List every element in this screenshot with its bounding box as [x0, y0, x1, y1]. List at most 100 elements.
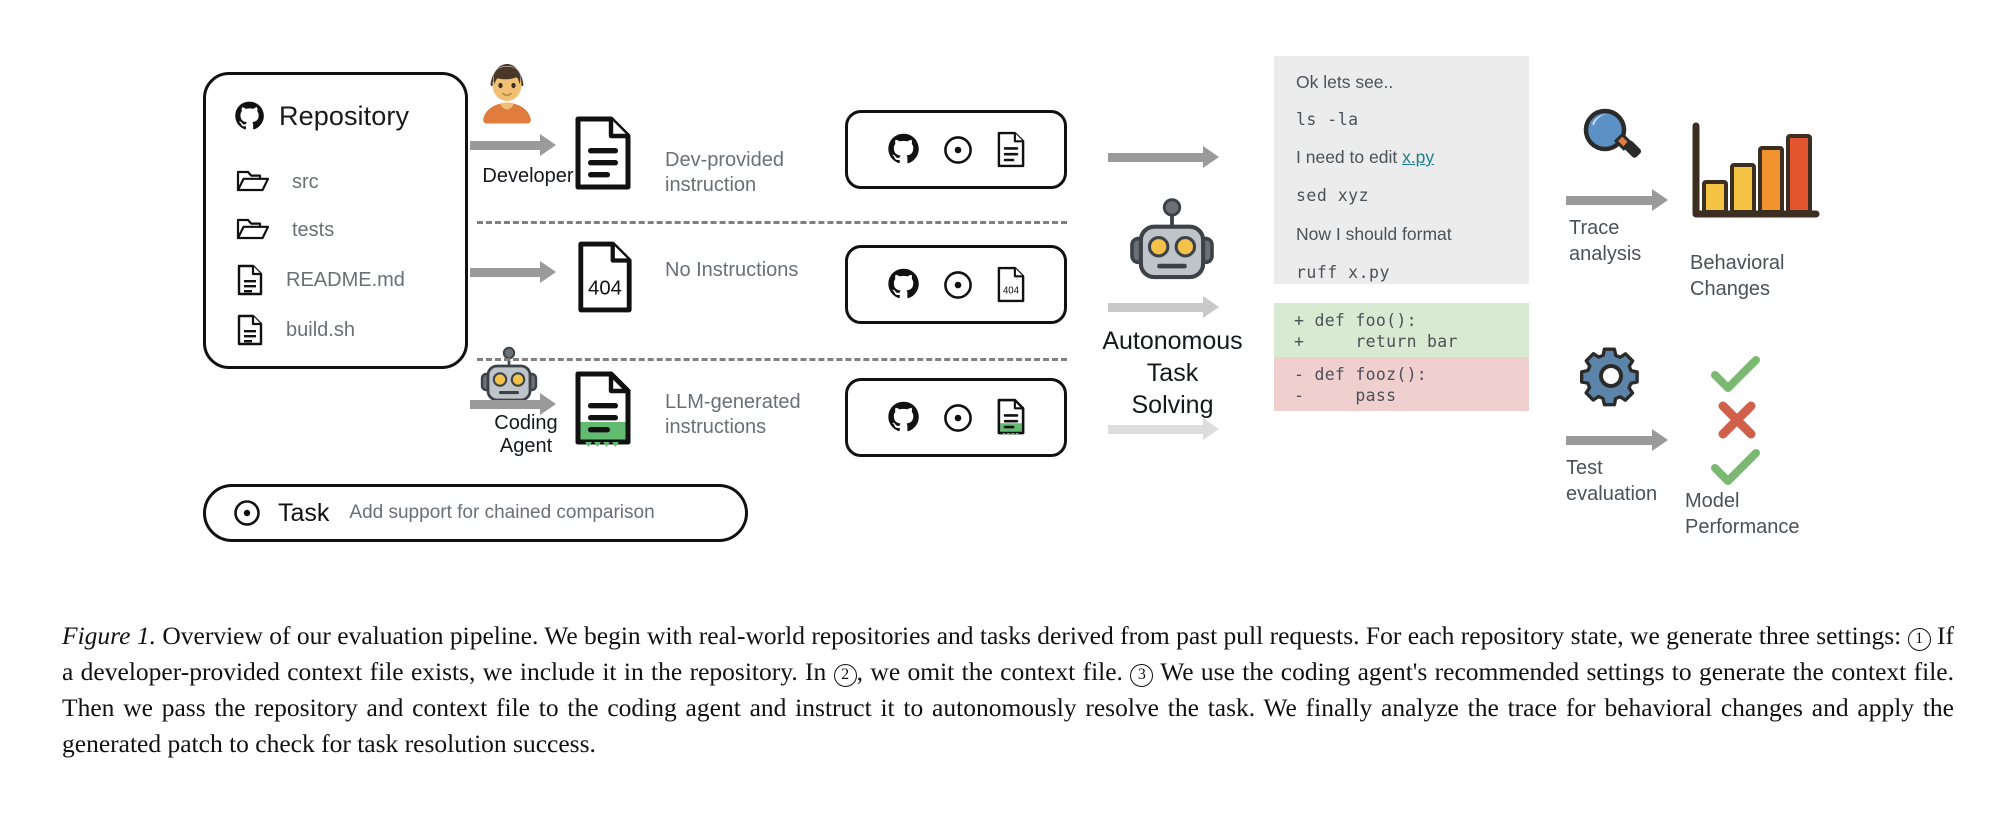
target-icon	[942, 269, 974, 301]
arrow-to-solver-1-head	[1203, 146, 1219, 168]
github-icon	[887, 133, 920, 166]
document-generated-icon	[572, 370, 634, 450]
arrow-no-instructions	[470, 268, 540, 277]
caption-text-1: Overview of our evaluation pipeline. We …	[155, 621, 1908, 650]
cross-icon	[1715, 398, 1759, 442]
folder-icon	[236, 168, 270, 196]
trace-line-4: Now I should format	[1296, 224, 1452, 244]
svg-text:404: 404	[588, 277, 622, 299]
trace-file-link[interactable]: x.py	[1402, 147, 1435, 167]
trace-analysis-label-line2: analysis	[1569, 243, 1642, 265]
coding-agent-label-line2: Agent	[499, 435, 553, 457]
row-label-line1: LLM-generated	[665, 391, 801, 413]
arrow-test-evaluation	[1566, 436, 1652, 445]
repository-title-row: Repository	[234, 101, 409, 132]
caption-figure-number: Figure 1.	[62, 621, 156, 650]
caption-mark-3: 3	[1130, 664, 1154, 687]
check-icon	[1710, 448, 1762, 488]
model-performance-label: Model Performance	[1685, 488, 1895, 540]
row-label-no-instructions: No Instructions	[665, 258, 865, 283]
arrow-to-solver-1	[1108, 153, 1203, 162]
arrow-to-solver-3	[1108, 425, 1203, 434]
arrow-trace-analysis-head	[1652, 189, 1668, 211]
folder-icon	[236, 216, 270, 244]
model-performance-line2: Performance	[1685, 516, 1800, 538]
repository-item-label: README.md	[286, 268, 405, 291]
repository-item-readme[interactable]: README.md	[236, 264, 405, 296]
caption-mark-2: 2	[833, 664, 857, 687]
target-icon	[942, 402, 974, 434]
caption-text-2: If a developer-provided context file exi…	[62, 621, 1954, 686]
trace-line-3: sed xyz	[1296, 186, 1370, 205]
row-label-line1: No Instructions	[665, 259, 799, 281]
arrow-to-solver-3-head	[1203, 418, 1219, 440]
behavioral-changes-label: Behavioral Changes	[1690, 250, 1870, 302]
diff-removed-block: - def fooz(): - pass	[1274, 357, 1529, 411]
combo-box-llm-generated	[845, 378, 1067, 457]
github-icon	[234, 101, 265, 132]
arrow-coding-agent-head	[540, 393, 556, 415]
developer-label: Developer	[482, 165, 574, 187]
diff-removed-line-0: - def fooz():	[1294, 365, 1428, 384]
trace-line-2: I need to edit x.py	[1296, 147, 1434, 168]
repository-item-label: src	[292, 170, 319, 193]
diff-removed-line-1: - pass	[1294, 386, 1397, 405]
task-label: Task	[278, 498, 330, 527]
row-separator-2	[477, 358, 1067, 361]
document-404-icon: 404	[575, 240, 635, 314]
row-separator-1	[477, 221, 1067, 224]
developer-avatar-icon	[476, 60, 538, 132]
magnifier-icon	[1578, 105, 1642, 169]
target-icon	[942, 134, 974, 166]
trace-line-2-text: I need to edit	[1296, 147, 1403, 167]
row-label-llm-generated: LLM-generated instructions	[665, 390, 855, 440]
arrow-coding-agent	[470, 400, 540, 409]
document-generated-icon	[996, 398, 1026, 437]
target-icon	[232, 498, 262, 528]
robot-icon	[480, 346, 538, 408]
test-evaluation-label-line2: evaluation	[1566, 483, 1658, 505]
file-icon	[236, 264, 264, 296]
document-lines-icon	[996, 131, 1026, 168]
repository-item-src[interactable]: src	[236, 168, 319, 196]
arrow-to-solver-2-head	[1203, 296, 1219, 318]
file-icon	[236, 314, 264, 346]
task-pill: Task Add support for chained comparison	[203, 484, 748, 542]
row-label-line1: Dev-provided	[665, 149, 784, 171]
diff-added-line-0: + def foo():	[1294, 311, 1417, 330]
row-label-line2: instructions	[665, 416, 767, 438]
gear-icon	[1580, 345, 1642, 407]
solver-label-line2: Task	[1146, 359, 1199, 387]
svg-text:404: 404	[1002, 286, 1019, 297]
task-description: Add support for chained comparison	[349, 502, 655, 523]
coding-agent-label: Coding Agent	[466, 412, 586, 458]
trace-analysis-label-line1: Trace	[1569, 217, 1620, 239]
arrow-test-evaluation-head	[1652, 429, 1668, 451]
repository-title: Repository	[279, 101, 410, 131]
document-lines-icon	[572, 115, 634, 191]
diff-added-block: + def foo(): + return bar	[1274, 303, 1529, 357]
trace-analysis-label: Trace analysis	[1569, 215, 1709, 267]
repository-item-build[interactable]: build.sh	[236, 314, 355, 346]
bar-chart-icon	[1690, 120, 1820, 225]
solver-label-line1: Autonomous	[1102, 327, 1243, 355]
arrow-developer	[470, 141, 540, 150]
repository-panel: Repository src tests	[203, 72, 468, 369]
autonomous-task-solving-label: Autonomous Task Solving	[1090, 325, 1255, 421]
repository-item-label: tests	[292, 218, 335, 241]
combo-box-no-instructions: 404	[845, 245, 1067, 324]
repository-item-label: build.sh	[286, 318, 355, 341]
test-evaluation-label: Test evaluation	[1566, 455, 1716, 507]
robot-icon	[1129, 197, 1215, 289]
diff-added-line-1: + return bar	[1294, 332, 1458, 351]
trace-line-5: ruff x.py	[1296, 263, 1390, 282]
repository-item-tests[interactable]: tests	[236, 216, 334, 244]
solver-label-line3: Solving	[1131, 391, 1214, 419]
model-performance-line1: Model	[1685, 490, 1740, 512]
test-evaluation-label-line1: Test	[1566, 457, 1603, 479]
arrow-no-instructions-head	[540, 261, 556, 283]
trace-line-1: ls -la	[1296, 110, 1359, 129]
trace-panel: Ok lets see.. ls -la I need to edit x.py…	[1274, 56, 1529, 284]
behavioral-changes-line2: Changes	[1690, 278, 1771, 300]
